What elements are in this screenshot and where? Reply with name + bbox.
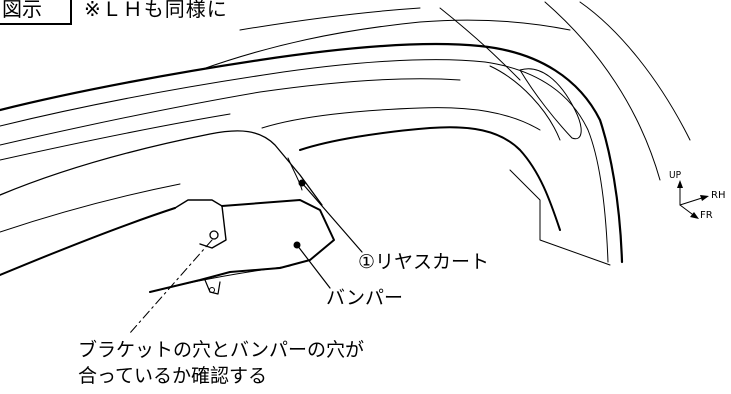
bracket-hole (209, 230, 219, 240)
figure-label-box (0, 0, 72, 25)
bumper-contour-line (0, 78, 461, 146)
panel-reflection (489, 65, 561, 141)
bumper-contour-line (0, 113, 231, 161)
bumper-flange (204, 279, 221, 295)
direction-rh-label: RH (711, 190, 726, 201)
bumper-top-edge (0, 42, 624, 264)
direction-fr-label: FR (700, 210, 713, 221)
body-contour-line (544, 1, 661, 181)
bumper-callout: バンパー (326, 287, 403, 309)
bumper-leader (296, 244, 331, 289)
figure-label: 図示 (2, 0, 42, 21)
rear-skirt-leader (301, 182, 363, 253)
body-contour-line (439, 7, 521, 81)
rear-skirt-outline (0, 207, 176, 276)
bumper-flange (149, 199, 335, 293)
rear-skirt-outline (0, 130, 323, 206)
instruction-text-line1: ブラケットの穴とバンパーの穴が (78, 339, 364, 361)
direction-up-label: UP (669, 170, 682, 181)
hole-leader (129, 239, 213, 334)
recess-outline (261, 107, 541, 131)
rear-skirt-outline (0, 183, 181, 233)
instruction-text-line2: 合っているか確認する (78, 365, 268, 387)
recess-outline (299, 126, 561, 231)
body-contour-line (199, 19, 571, 71)
figure-note: ※ＬＨも同様に (84, 0, 228, 21)
panel-reflection (519, 68, 582, 140)
recess-outline (509, 169, 611, 266)
bumper-flange (149, 265, 291, 293)
body-contour-line (239, 7, 421, 31)
direction-indicator-icon (677, 180, 709, 219)
rear-skirt-callout: ①リヤスカート (358, 251, 490, 273)
bracket-outline (174, 199, 227, 249)
bumper-contour-line (0, 59, 609, 263)
body-contour-line (579, 1, 691, 141)
lower-clip-hole (209, 287, 215, 293)
